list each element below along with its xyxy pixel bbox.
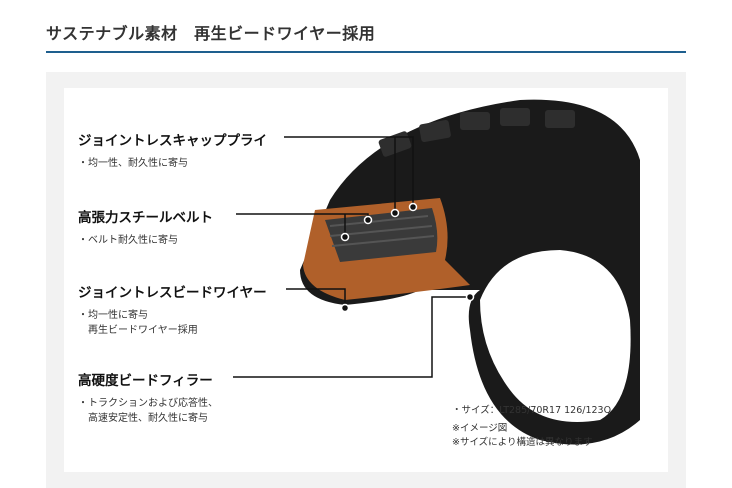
feature-heading: ジョイントレスキャッププライ <box>78 133 267 149</box>
feature-cap-ply: ジョイントレスキャッププライ ・均一性、耐久性に寄与 <box>78 129 267 171</box>
feature-heading: 高張力スチールベルト <box>78 210 213 226</box>
feature-bead-wire: ジョイントレスビードワイヤー ・均一性に寄与 再生ビードワイヤー採用 <box>78 281 267 338</box>
feature-description: ・ベルト耐久性に寄与 <box>78 235 178 246</box>
feature-description: ・トラクションおよび応答性、 高速安定性、耐久性に寄与 <box>78 398 218 424</box>
size-note: ・サイズ：LT285/70R17 126/123Q <box>452 405 612 416</box>
notes: ・サイズ：LT285/70R17 126/123Q ※イメージ図 ※サイズにより… <box>452 404 611 450</box>
page-title: サステナブル素材 再生ビードワイヤー採用 <box>46 24 376 43</box>
structure-note: ※サイズにより構造は異なります <box>452 437 593 448</box>
feature-description: ・均一性に寄与 再生ビードワイヤー採用 <box>78 310 198 336</box>
feature-steel-belt: 高張力スチールベルト ・ベルト耐久性に寄与 <box>78 206 213 248</box>
image-note: ※イメージ図 <box>452 423 508 434</box>
feature-heading: ジョイントレスビードワイヤー <box>78 285 267 301</box>
feature-description: ・均一性、耐久性に寄与 <box>78 158 188 169</box>
feature-bead-filler: 高硬度ビードフィラー ・トラクションおよび応答性、 高速安定性、耐久性に寄与 <box>78 369 218 426</box>
feature-heading: 高硬度ビードフィラー <box>78 373 213 389</box>
title-underline <box>46 51 686 53</box>
